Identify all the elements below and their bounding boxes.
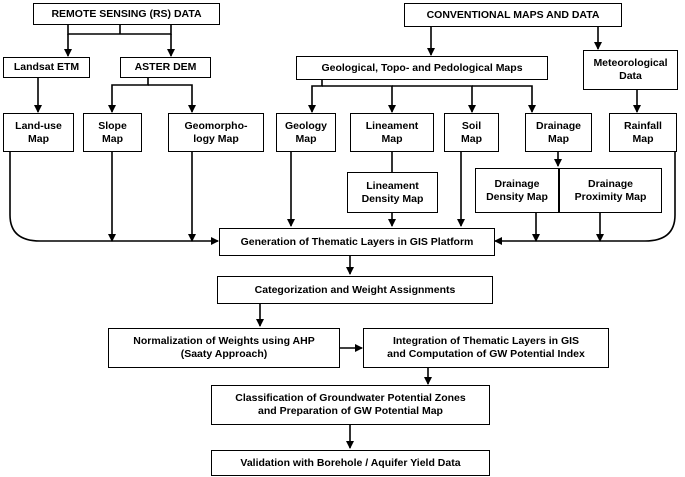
node-geo-topo-pedo: Geological, Topo- and Pedological Maps xyxy=(296,56,548,80)
node-normalization: Normalization of Weights using AHP (Saat… xyxy=(108,328,340,368)
node-landsat-etm: Landsat ETM xyxy=(3,57,90,78)
node-geology-map: Geology Map xyxy=(276,113,336,152)
node-lineament-density-map: Lineament Density Map xyxy=(347,172,438,213)
node-rs-data: REMOTE SENSING (RS) DATA xyxy=(33,3,220,25)
arrow-geo-lineament xyxy=(322,85,396,113)
arrow-aster-slope xyxy=(108,78,149,113)
curve-landuse-thematic xyxy=(9,152,219,245)
rs-connector xyxy=(67,25,172,35)
node-categorization: Categorization and Weight Assignments xyxy=(217,276,493,304)
node-landuse-map: Land-use Map xyxy=(3,113,74,152)
node-lineament-map: Lineament Map xyxy=(350,113,434,152)
node-validation: Validation with Borehole / Aquifer Yield… xyxy=(211,450,490,476)
arrow-aster-geomorph xyxy=(148,84,196,113)
arrow-geo-drainage xyxy=(472,85,536,113)
node-drainage-density-map: Drainage Density Map xyxy=(475,168,559,213)
node-thematic-layers: Generation of Thematic Layers in GIS Pla… xyxy=(219,228,495,256)
arrow-geo-geology xyxy=(308,80,323,113)
arrow-geo-soil xyxy=(392,85,476,113)
node-conventional-maps: CONVENTIONAL MAPS AND DATA xyxy=(404,3,622,27)
curve-rainfall-thematic xyxy=(494,152,676,245)
node-aster-dem: ASTER DEM xyxy=(120,57,211,78)
node-geomorphology-map: Geomorpho- logy Map xyxy=(168,113,264,152)
node-drainage-map: Drainage Map xyxy=(525,113,592,152)
node-soil-map: Soil Map xyxy=(444,113,499,152)
node-slope-map: Slope Map xyxy=(83,113,142,152)
node-rainfall-map: Rainfall Map xyxy=(609,113,677,152)
node-classification: Classification of Groundwater Potential … xyxy=(211,385,490,425)
node-meteorological: Meteorological Data xyxy=(583,50,678,90)
node-drainage-proximity-map: Drainage Proximity Map xyxy=(559,168,662,213)
node-integration: Integration of Thematic Layers in GIS an… xyxy=(363,328,609,368)
